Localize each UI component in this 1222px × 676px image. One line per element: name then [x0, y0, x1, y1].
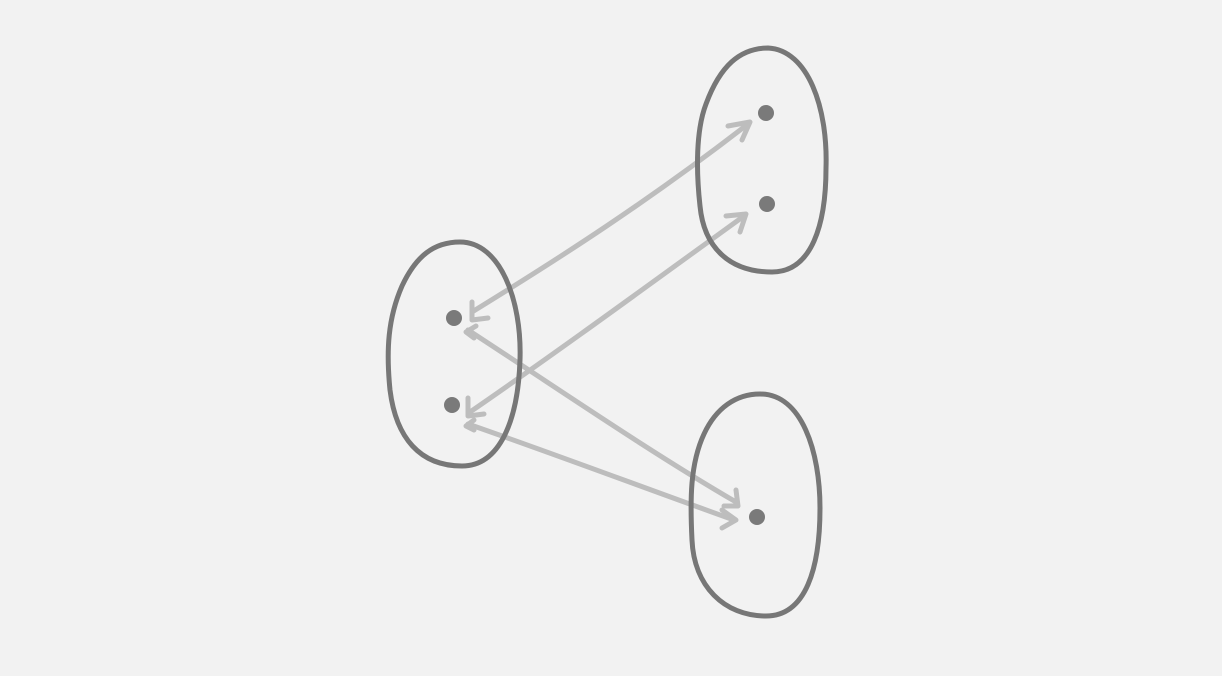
set-layer: [385, 45, 829, 619]
right-bottom-set-outline: [688, 391, 823, 619]
arrow-layer: [463, 119, 753, 531]
arrow-left-upper-to-right-bottom: [463, 323, 741, 509]
arrow-left-upper-to-right-top-upper: [469, 119, 753, 323]
right-top-point-upper: [758, 105, 774, 121]
left-point-lower: [444, 397, 460, 413]
point-layer: [444, 105, 775, 525]
right-bottom-point: [749, 509, 765, 525]
right-top-point-lower: [759, 196, 775, 212]
arrow-left-lower-to-right-top-lower: [465, 211, 749, 419]
right-top-set-outline: [695, 45, 829, 275]
left-set-outline: [385, 239, 523, 469]
left-point-upper: [446, 310, 462, 326]
